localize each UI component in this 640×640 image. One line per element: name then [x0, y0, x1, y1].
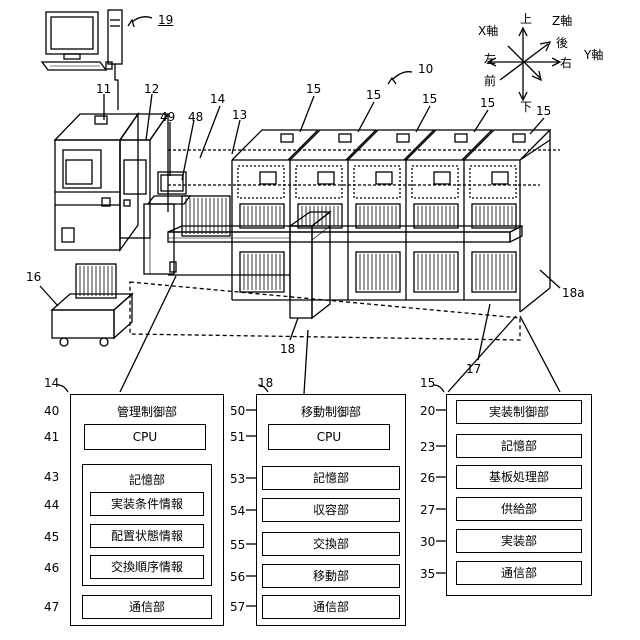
axis-up-label: 上 [520, 12, 532, 26]
move-item-label-1: 収容部 [263, 503, 399, 517]
label-computer: 19 [158, 13, 173, 27]
mgmt-control-title: 管理制御部 [71, 405, 223, 419]
label-49: 49 [160, 110, 175, 124]
label-mover: 18 [280, 342, 295, 356]
mount-item-ref-2: 26 [420, 471, 435, 485]
mgmt-item-ref-0: 44 [44, 498, 59, 512]
mount-item-label-3: 供給部 [457, 502, 581, 516]
move-outer-ref: 50 [230, 404, 245, 418]
axis-back-label: 後 [556, 36, 568, 50]
axis-z-label: Z軸 [552, 14, 572, 28]
mount-item-label-0: 実装制御部 [457, 405, 581, 419]
move-item-label-4: 通信部 [263, 600, 399, 614]
mgmt-cpu-label: CPU [85, 430, 205, 444]
move-item-ref-1: 54 [230, 504, 245, 518]
label-stocker: 17 [466, 362, 481, 376]
axis-x-label: X軸 [478, 24, 498, 38]
axis-left-label: 左 [484, 52, 496, 66]
label-mounter-4: 15 [480, 96, 495, 110]
label-printer: 11 [96, 82, 111, 96]
label-mounter-3: 15 [422, 92, 437, 106]
mount-block-ref: 15 [420, 376, 435, 390]
mgmt-cpu-box: CPU [84, 424, 206, 450]
mount-item-label-1: 記憶部 [457, 439, 581, 453]
move-item-label-0: 記憶部 [263, 471, 399, 485]
label-inspection: 12 [144, 82, 159, 96]
mount-item-label-2: 基板処理部 [457, 470, 581, 484]
mgmt-item-label-2: 交換順序情報 [91, 560, 203, 574]
mount-item-label-4: 実装部 [457, 534, 581, 548]
mgmt-item-box-0: 実装条件情報 [90, 492, 204, 516]
label-48: 48 [188, 110, 203, 124]
mount-item-label-5: 通信部 [457, 566, 581, 580]
move-item-box-0: 記憶部 [262, 466, 400, 490]
move-item-ref-2: 55 [230, 538, 245, 552]
mgmt-outer-ref: 40 [44, 404, 59, 418]
mount-item-ref-5: 35 [420, 567, 435, 581]
mount-item-ref-1: 23 [420, 440, 435, 454]
label-mounter-5: 15 [536, 104, 551, 118]
axis-y-label: Y軸 [584, 48, 603, 62]
move-item-ref-3: 56 [230, 570, 245, 584]
label-mgmt-pc: 14 [210, 92, 225, 106]
mgmt-item-label-0: 実装条件情報 [91, 497, 203, 511]
cart-unit [52, 264, 132, 346]
label-mounter-2: 15 [366, 88, 381, 102]
mgmt-item-ref-1: 45 [44, 530, 59, 544]
move-item-label-3: 移動部 [263, 569, 399, 583]
mgmt-item-box-2: 交換順序情報 [90, 555, 204, 579]
mgmt-comm-box: 通信部 [82, 595, 212, 619]
move-item-label-2: 交換部 [263, 537, 399, 551]
printer-unit [55, 114, 138, 250]
mgmt-item-ref-2: 46 [44, 561, 59, 575]
move-block-ref: 18 [258, 376, 273, 390]
move-cpu-label: CPU [269, 430, 389, 444]
mount-item-box-1: 記憶部 [456, 434, 582, 458]
mgmt-cpu-ref: 41 [44, 430, 59, 444]
move-cpu-ref: 51 [230, 430, 245, 444]
axis-symbol [488, 28, 560, 100]
label-13: 13 [232, 108, 247, 122]
move-item-ref-0: 53 [230, 472, 245, 486]
mgmt-memory-title: 記憶部 [83, 473, 211, 487]
mgmt-mem-ref: 43 [44, 470, 59, 484]
mgmt-item-box-1: 配置状態情報 [90, 524, 204, 548]
move-item-box-1: 収容部 [262, 498, 400, 522]
axis-down-label: 下 [520, 100, 532, 114]
move-item-box-3: 移動部 [262, 564, 400, 588]
move-item-box-4: 通信部 [262, 595, 400, 619]
move-item-box-2: 交換部 [262, 532, 400, 556]
label-system: 10 [418, 62, 433, 76]
mount-item-ref-4: 30 [420, 535, 435, 549]
mount-item-box-4: 実装部 [456, 529, 582, 553]
mount-item-box-2: 基板処理部 [456, 465, 582, 489]
mount-item-box-3: 供給部 [456, 497, 582, 521]
label-cart: 16 [26, 270, 41, 284]
rail [168, 226, 522, 275]
mgmt-block-ref: 14 [44, 376, 59, 390]
move-item-ref-4: 57 [230, 600, 245, 614]
axis-right-label: 右 [560, 56, 572, 70]
mgmt-comm-label: 通信部 [83, 600, 211, 614]
mount-item-box-5: 通信部 [456, 561, 582, 585]
mount-item-box-0: 実装制御部 [456, 400, 582, 424]
mgmt-item-label-1: 配置状態情報 [91, 529, 203, 543]
mount-item-ref-3: 27 [420, 503, 435, 517]
mount-item-ref-0: 20 [420, 404, 435, 418]
move-cpu-box: CPU [268, 424, 390, 450]
axis-front-label: 前 [484, 74, 496, 88]
label-mounter-1: 15 [306, 82, 321, 96]
move-control-title: 移動制御部 [257, 405, 405, 419]
management-pc [144, 172, 190, 274]
mgmt-comm-ref: 47 [44, 600, 59, 614]
label-rail: 18a [562, 286, 585, 300]
